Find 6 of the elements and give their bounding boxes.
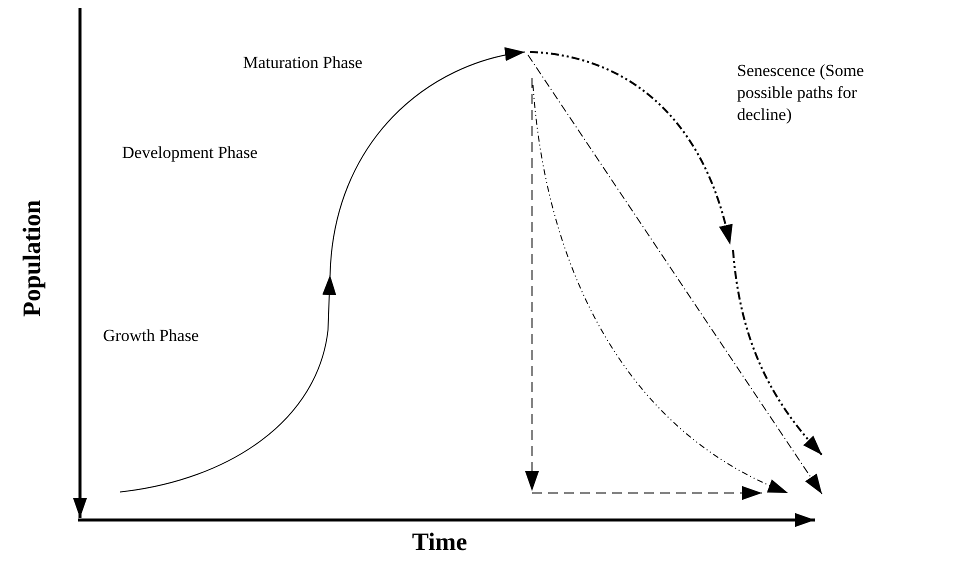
phase-label: Development Phase <box>122 142 258 164</box>
annotation-text: Senescence (Some possible paths for decline) <box>737 60 865 126</box>
axis-title: Time <box>412 532 468 554</box>
axis-title: Population <box>22 200 44 317</box>
phase-label: Growth Phase <box>103 325 199 347</box>
phase-label: Maturation Phase <box>243 52 362 74</box>
